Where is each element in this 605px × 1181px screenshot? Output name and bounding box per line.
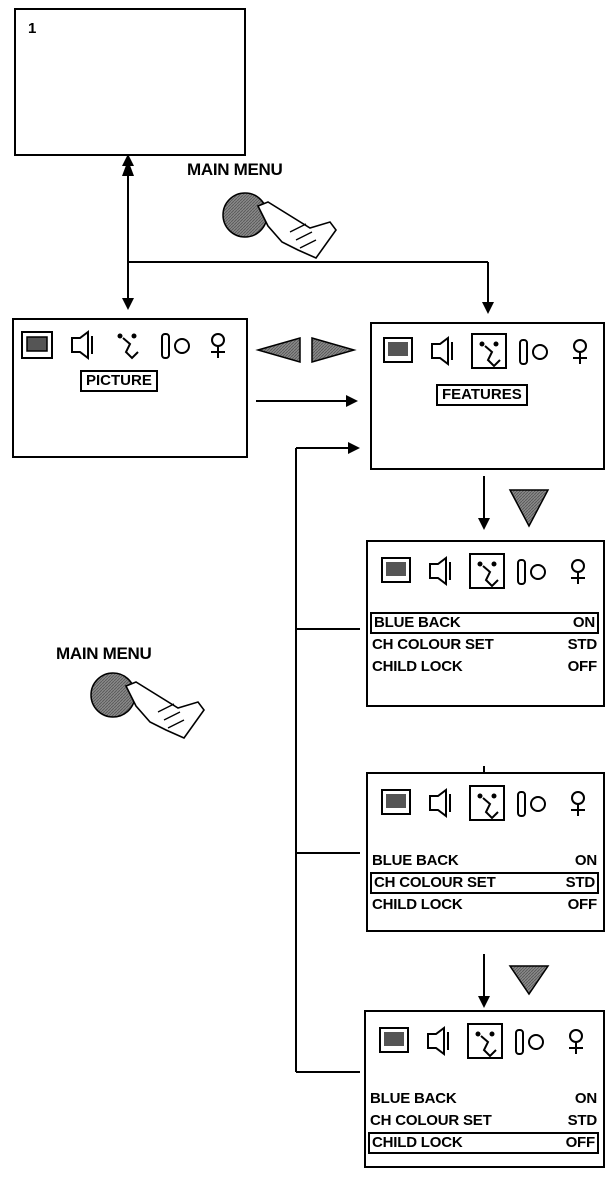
tuning-icon bbox=[571, 560, 585, 584]
option-name: BLUE BACK bbox=[374, 614, 461, 631]
option-value: ON bbox=[575, 1090, 597, 1107]
sound-icon bbox=[72, 332, 92, 358]
hand-pointer-icon bbox=[223, 193, 336, 258]
picture-menu-screen: PICTURE bbox=[12, 318, 248, 458]
features-menu-title: FEATURES bbox=[436, 384, 528, 406]
option-value: OFF bbox=[568, 658, 597, 675]
menu-option-row[interactable]: BLUE BACK ON bbox=[370, 850, 599, 872]
menu-icon-bar bbox=[382, 332, 604, 377]
picture-icon bbox=[384, 338, 412, 362]
option-value: STD bbox=[566, 874, 595, 891]
option-name: CHILD LOCK bbox=[372, 896, 463, 913]
features-icon bbox=[472, 334, 506, 368]
left-triangle-button bbox=[258, 338, 300, 362]
sound-icon bbox=[430, 558, 450, 584]
picture-icon bbox=[382, 790, 410, 814]
setup-icon bbox=[520, 340, 547, 364]
picture-icon bbox=[380, 1028, 408, 1052]
picture-menu-title: PICTURE bbox=[80, 370, 158, 392]
menu-icon-bar bbox=[380, 784, 602, 829]
features-submenu-screen: BLUE BACK ON CH COLOUR SET STD CHILD LOCK OFF bbox=[366, 540, 605, 707]
setup-icon bbox=[518, 560, 545, 584]
features-icon bbox=[470, 554, 504, 588]
tuning-icon bbox=[211, 334, 225, 358]
option-value: ON bbox=[573, 614, 595, 631]
option-name: BLUE BACK bbox=[370, 1090, 457, 1107]
option-name: BLUE BACK bbox=[372, 852, 459, 869]
features-submenu-screen: BLUE BACK ON CH COLOUR SET STD CHILD LOCK OFF bbox=[364, 1010, 605, 1168]
down-triangle-button bbox=[510, 966, 548, 994]
option-value: ON bbox=[575, 852, 597, 869]
menu-option-row[interactable]: CHILD LOCK OFF bbox=[370, 894, 599, 916]
setup-icon bbox=[162, 334, 189, 358]
tuning-icon bbox=[571, 792, 585, 816]
menu-option-row[interactable]: CHILD LOCK OFF bbox=[368, 1132, 599, 1154]
features-icon bbox=[470, 786, 504, 820]
sound-icon bbox=[430, 790, 450, 816]
menu-icon-bar bbox=[378, 1022, 600, 1067]
menu-option-row[interactable]: CHILD LOCK OFF bbox=[370, 656, 599, 678]
option-name: CHILD LOCK bbox=[372, 1134, 463, 1151]
menu-option-row[interactable]: CH COLOUR SET STD bbox=[370, 634, 599, 656]
hand-pointer-icon bbox=[91, 673, 204, 738]
setup-icon bbox=[516, 1030, 543, 1054]
tuning-icon bbox=[573, 340, 587, 364]
option-name: CH COLOUR SET bbox=[372, 636, 494, 653]
picture-icon bbox=[382, 558, 410, 582]
features-submenu-screen: BLUE BACK ON CH COLOUR SET STD CHILD LOCK OFF bbox=[366, 772, 605, 932]
features-menu-screen: FEATURES bbox=[370, 322, 605, 470]
tv-screen-1: 1 bbox=[14, 8, 246, 156]
menu-option-row[interactable]: CH COLOUR SET STD bbox=[368, 1110, 599, 1132]
sound-icon bbox=[428, 1028, 448, 1054]
menu-option-row[interactable]: BLUE BACK ON bbox=[370, 612, 599, 634]
option-name: CH COLOUR SET bbox=[374, 874, 496, 891]
features-icon bbox=[118, 334, 139, 359]
screen-number: 1 bbox=[28, 20, 36, 37]
menu-icon-bar bbox=[380, 552, 602, 597]
menu-option-row[interactable]: CH COLOUR SET STD bbox=[370, 872, 599, 894]
right-triangle-button bbox=[312, 338, 354, 362]
setup-icon bbox=[518, 792, 545, 816]
menu-icon-bar bbox=[20, 328, 244, 369]
tuning-icon bbox=[569, 1030, 583, 1054]
option-name: CHILD LOCK bbox=[372, 658, 463, 675]
option-name: CH COLOUR SET bbox=[370, 1112, 492, 1129]
main-menu-label-side: MAIN MENU bbox=[56, 644, 152, 664]
menu-option-row[interactable]: BLUE BACK ON bbox=[368, 1088, 599, 1110]
option-value: OFF bbox=[566, 1134, 595, 1151]
sound-icon bbox=[432, 338, 452, 364]
down-triangle-button bbox=[510, 490, 548, 526]
option-value: OFF bbox=[568, 896, 597, 913]
option-value: STD bbox=[568, 1112, 597, 1129]
features-icon bbox=[468, 1024, 502, 1058]
main-menu-label-top: MAIN MENU bbox=[187, 160, 283, 180]
option-value: STD bbox=[568, 636, 597, 653]
